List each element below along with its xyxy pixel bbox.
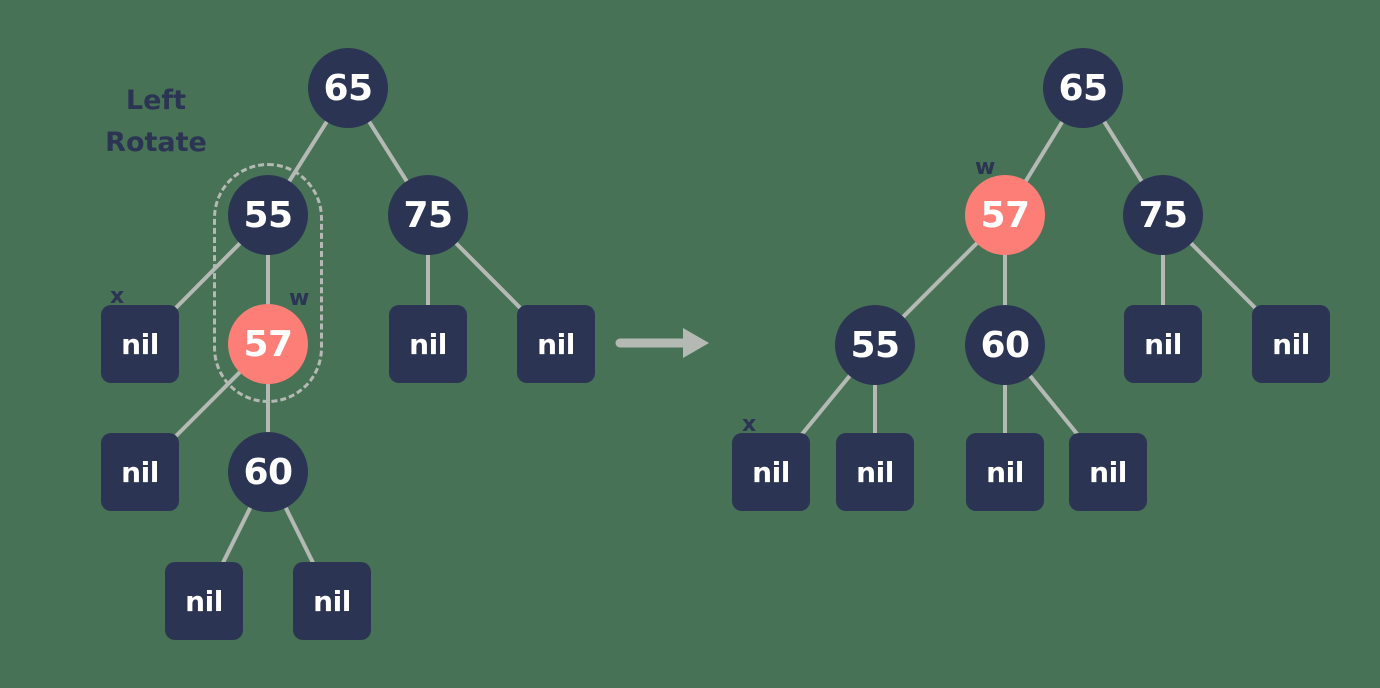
tree-node-nil: nil bbox=[836, 433, 914, 511]
tree-node-nil: nil bbox=[1124, 305, 1202, 383]
tree-node-nil: nil bbox=[732, 433, 810, 511]
page-title: Left Rotate bbox=[96, 80, 216, 164]
pointer-label-x: x bbox=[742, 412, 757, 437]
pointer-label-w: w bbox=[975, 155, 996, 180]
node-value: nil bbox=[986, 455, 1024, 489]
node-value: nil bbox=[1089, 455, 1127, 489]
node-value: 75 bbox=[1138, 194, 1188, 236]
tree-node-75: 75 bbox=[1123, 175, 1203, 255]
node-value: nil bbox=[121, 327, 159, 361]
node-value: nil bbox=[185, 584, 223, 618]
tree-node-60: 60 bbox=[228, 432, 308, 512]
node-value: nil bbox=[409, 327, 447, 361]
page-title-line-2: Rotate bbox=[105, 126, 207, 158]
node-value: 55 bbox=[850, 324, 900, 366]
tree-node-60: 60 bbox=[965, 305, 1045, 385]
node-value: 57 bbox=[980, 194, 1030, 236]
tree-node-nil: nil bbox=[165, 562, 243, 640]
tree-node-65: 65 bbox=[1043, 48, 1123, 128]
pointer-label-x: x bbox=[110, 284, 125, 309]
tree-node-nil: nil bbox=[1252, 305, 1330, 383]
node-value: nil bbox=[856, 455, 894, 489]
node-value: nil bbox=[1144, 327, 1182, 361]
tree-node-nil: nil bbox=[293, 562, 371, 640]
node-value: nil bbox=[537, 327, 575, 361]
tree-node-55: 55 bbox=[228, 175, 308, 255]
tree-node-57: 57 bbox=[965, 175, 1045, 255]
node-value: 60 bbox=[243, 451, 293, 493]
node-value: nil bbox=[1272, 327, 1310, 361]
node-value: nil bbox=[313, 584, 351, 618]
tree-node-nil: nil bbox=[517, 305, 595, 383]
node-value: 75 bbox=[403, 194, 453, 236]
node-value: 55 bbox=[243, 194, 293, 236]
tree-node-nil: nil bbox=[101, 305, 179, 383]
tree-node-nil: nil bbox=[101, 433, 179, 511]
node-value: 57 bbox=[243, 323, 293, 365]
node-value: nil bbox=[752, 455, 790, 489]
tree-node-nil: nil bbox=[1069, 433, 1147, 511]
node-value: 65 bbox=[1058, 67, 1108, 109]
tree-node-55: 55 bbox=[835, 305, 915, 385]
tree-node-65: 65 bbox=[308, 48, 388, 128]
node-value: 65 bbox=[323, 67, 373, 109]
page-title-line-1: Left bbox=[125, 85, 187, 116]
tree-node-nil: nil bbox=[389, 305, 467, 383]
tree-node-nil: nil bbox=[966, 433, 1044, 511]
tree-node-75: 75 bbox=[388, 175, 468, 255]
tree-node-57: 57 bbox=[228, 304, 308, 384]
pointer-label-w: w bbox=[289, 286, 310, 311]
node-value: 60 bbox=[980, 324, 1030, 366]
node-value: nil bbox=[121, 455, 159, 489]
transition-arrow bbox=[615, 328, 709, 358]
rotation-highlight-oval bbox=[213, 163, 323, 403]
